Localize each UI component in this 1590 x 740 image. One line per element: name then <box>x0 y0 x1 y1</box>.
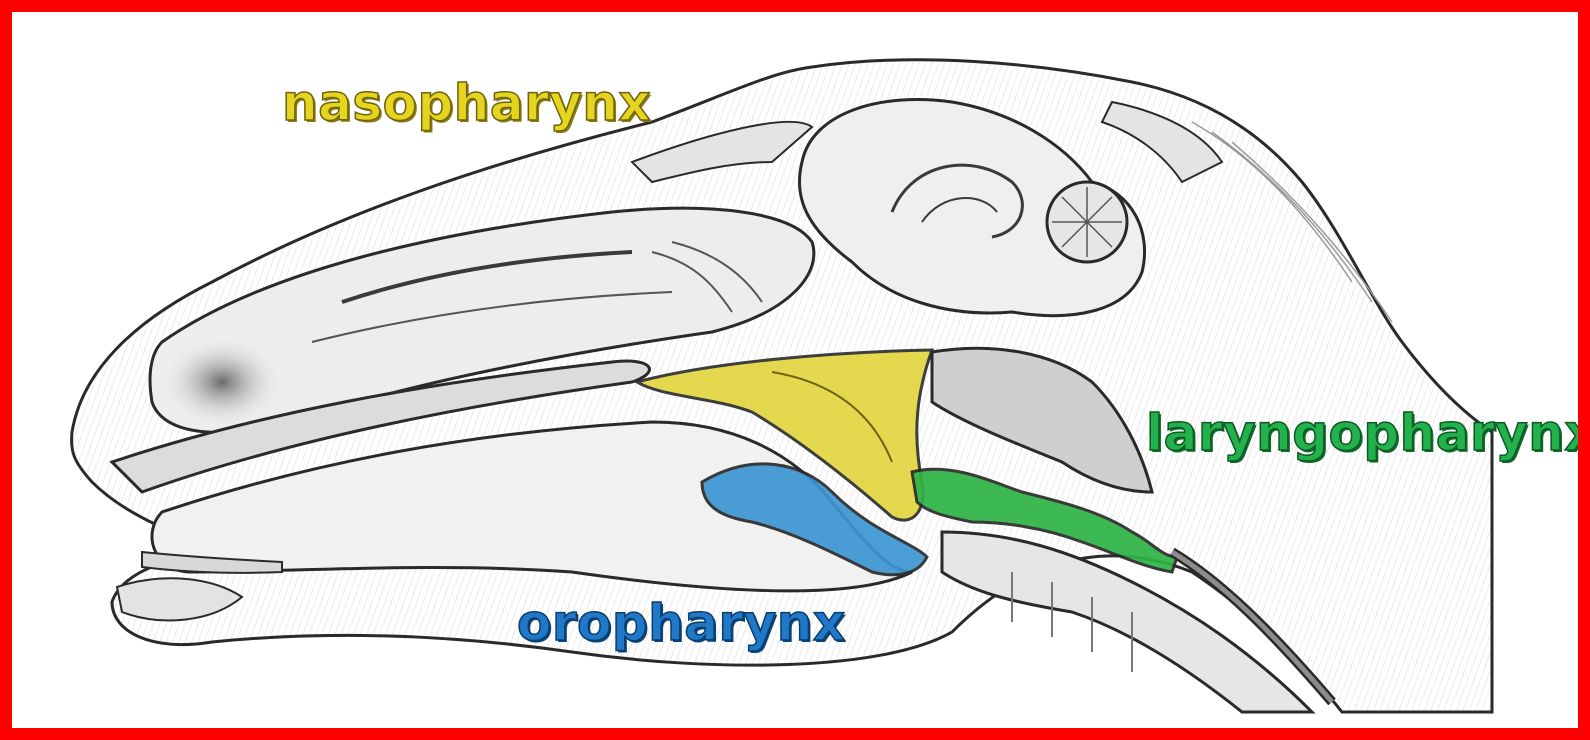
nasopharynx-label: nasopharynx <box>282 74 651 132</box>
laryngopharynx-label: laryngopharynx <box>1146 404 1590 462</box>
oropharynx-label: oropharynx <box>517 594 846 652</box>
